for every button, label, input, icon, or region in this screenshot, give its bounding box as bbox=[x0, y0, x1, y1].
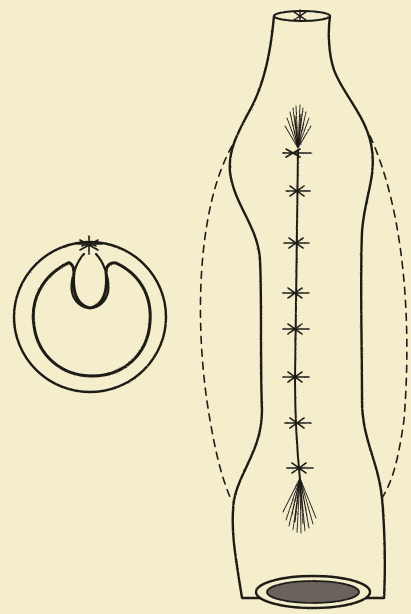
tube-top-opening bbox=[274, 11, 330, 21]
tube-bottom-lumen bbox=[267, 581, 359, 603]
